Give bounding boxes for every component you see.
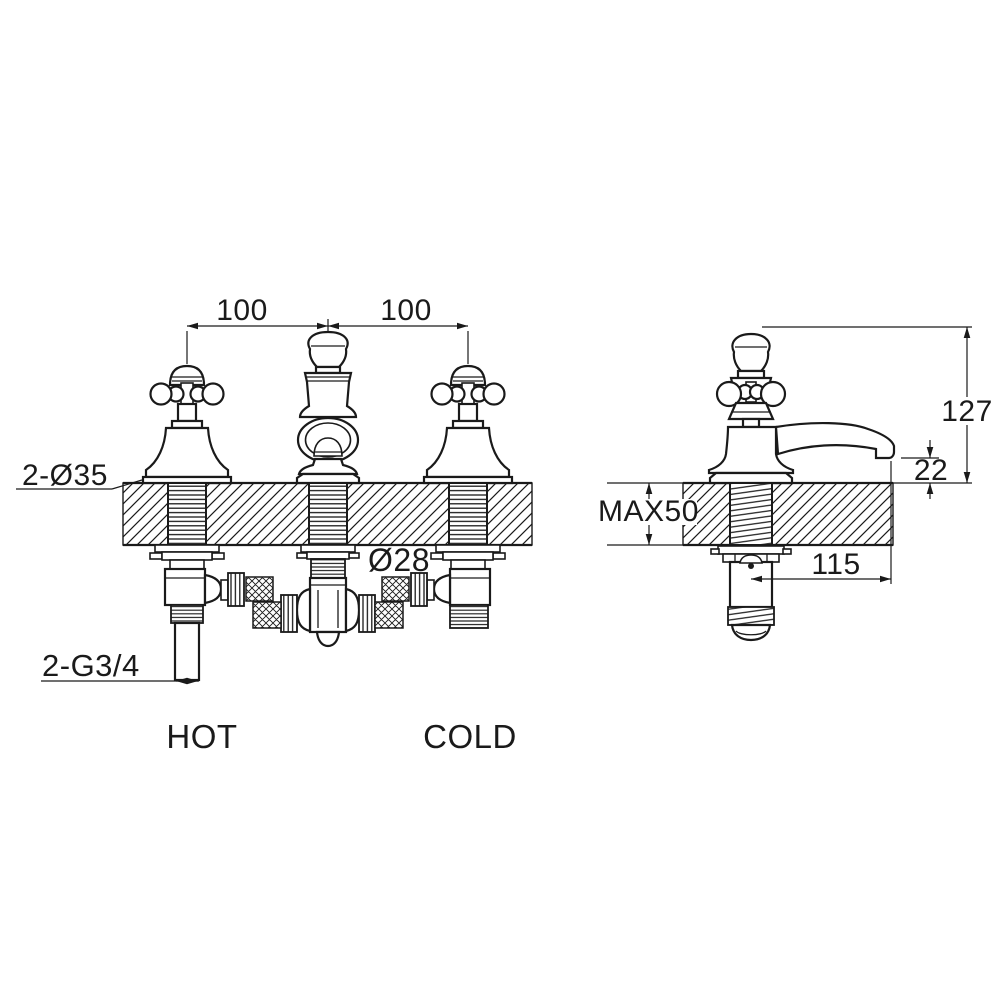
cold-inlet-thread — [449, 604, 489, 629]
cold-label: COLD — [423, 718, 517, 755]
cold-valve-front — [380, 364, 514, 629]
side-deck-section — [607, 481, 972, 547]
dim-hole-diameter: 2-Ø35 — [22, 459, 108, 492]
dim-max-deck-thickness: MAX50 — [598, 495, 699, 528]
dim-shank-diameter: Ø28 — [368, 542, 430, 578]
cold-braided-hose — [374, 601, 404, 629]
spout-side — [774, 421, 896, 460]
hot-braided-hose — [252, 601, 282, 629]
front-view: 100 100 2-Ø35 Ø28 2-G3/4 HOT COLD — [16, 294, 533, 755]
dim-spout-clearance: 22 — [914, 454, 948, 487]
dim-spacing-right: 100 — [380, 294, 432, 327]
dim-inlet-thread: 2-G3/4 — [42, 648, 140, 683]
dim-spout-reach: 115 — [811, 548, 860, 581]
hot-label: HOT — [166, 718, 237, 755]
hot-inlet-thread — [170, 604, 204, 624]
dim-spacing-left: 100 — [216, 294, 268, 327]
side-view: 127 22 MAX50 115 — [597, 326, 993, 642]
front-dimensions: 100 100 2-Ø35 Ø28 2-G3/4 — [16, 294, 469, 685]
tap-side — [707, 332, 896, 642]
hot-inlet-tail — [173, 621, 201, 682]
side-dimensions: 127 22 MAX50 115 — [597, 326, 993, 584]
spout-front — [252, 330, 404, 648]
dim-overall-height: 127 — [941, 395, 993, 428]
front-labels: HOT COLD — [166, 718, 516, 755]
